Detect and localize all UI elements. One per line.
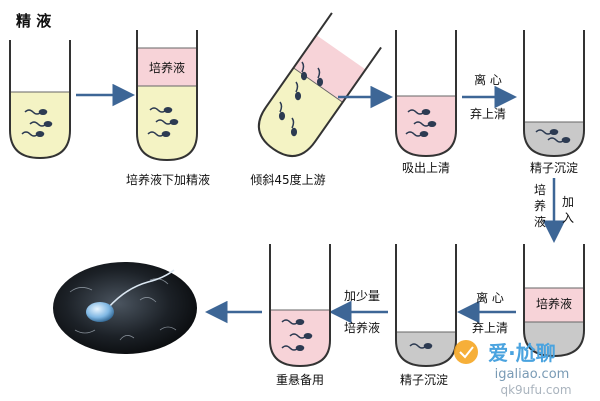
tube-tilted: [257, 12, 382, 157]
tube-culture-added: 培养液: [523, 244, 585, 358]
watermark-brand: 爱·尬聊: [488, 341, 556, 365]
tube-pellet: [523, 30, 585, 158]
sperm-cells: [278, 61, 324, 137]
watermark-logo-icon: [454, 340, 478, 364]
arrow-label: 弃上清: [472, 320, 508, 335]
step-label: 精子沉淀: [530, 161, 578, 175]
sperm-cells: [147, 106, 179, 138]
sperm-cells: [281, 318, 313, 352]
arrow-label: 液: [534, 214, 546, 229]
arrow-label: 离 心: [476, 290, 504, 305]
sperm-cells: [21, 108, 53, 138]
watermark: 爱·尬聊 igaliao.com qk9ufu.com: [454, 340, 572, 397]
title: 精 液: [16, 12, 52, 30]
step-label: 精子沉淀: [400, 373, 448, 387]
tube-text: 培养液: [149, 60, 185, 75]
arrow-label: 入: [562, 211, 574, 225]
tube-layered: 培养液: [136, 30, 198, 162]
sperm-cells: [535, 128, 571, 144]
tube-text: 培养液: [536, 296, 572, 311]
tube-semen: [9, 40, 71, 160]
tube-supernatant: [395, 30, 457, 158]
arrow-label: 培: [534, 182, 546, 197]
arrow-label: 加少量: [344, 289, 380, 303]
step-label: 培养液下加精液: [126, 172, 210, 187]
watermark-site: igaliao.com: [495, 367, 570, 382]
arrow-label: 弃上清: [470, 106, 506, 121]
step-label: 倾斜45度上游: [250, 172, 325, 187]
watermark-site2: qk9ufu.com: [500, 383, 571, 397]
arrow-label: 培养液: [344, 320, 380, 335]
step-label: 重悬备用: [276, 373, 324, 387]
sperm-cells: [409, 342, 433, 350]
arrow-label: 养: [534, 198, 546, 213]
arrow-label: 加: [562, 195, 574, 209]
tube-pellet-bottom: [395, 244, 457, 368]
tube-resuspended: [269, 244, 331, 368]
sperm-microscopy-photo: [53, 262, 197, 354]
sperm-cells: [405, 108, 437, 138]
step-label: 吸出上清: [402, 161, 450, 175]
arrow-label: 离 心: [474, 72, 502, 87]
